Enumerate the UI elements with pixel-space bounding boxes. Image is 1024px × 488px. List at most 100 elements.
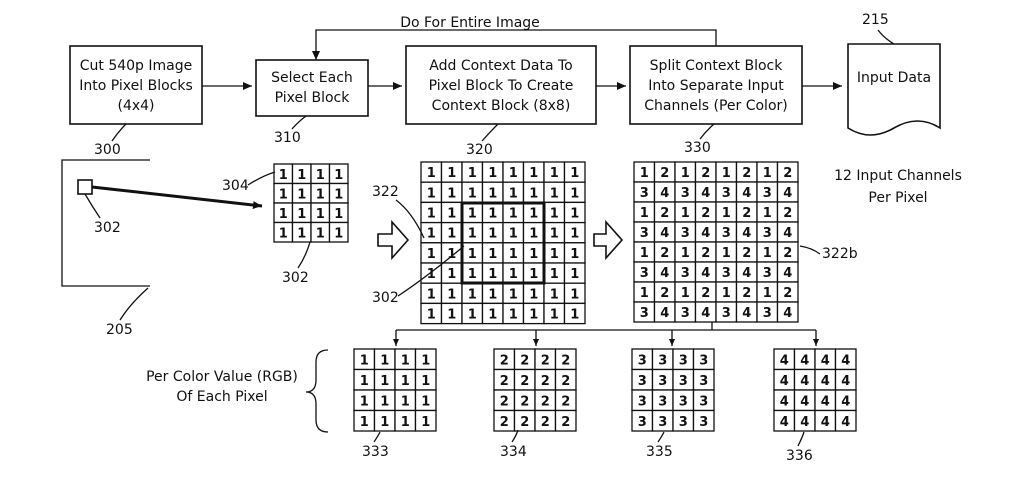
channel-1-ref: 333 <box>362 444 389 460</box>
context-block-cell-value: 1 <box>529 247 538 262</box>
split-block-cell-value: 4 <box>783 266 792 281</box>
context-block-cell-value: 1 <box>550 207 559 222</box>
ref-leader-300 <box>112 124 126 141</box>
channel-1-cell-value: 1 <box>401 394 410 409</box>
channel-4-cell-value: 4 <box>821 394 830 409</box>
channel-grid-3: 3333333333333333 <box>632 349 714 431</box>
brace-label-line-2: Of Each Pixel <box>176 389 267 405</box>
channel-3-cell-value: 3 <box>658 415 667 430</box>
input-data-caption-line-1: 12 Input Channels <box>834 168 962 184</box>
context-block-cell-value: 1 <box>509 267 518 282</box>
split-block-group: 1212121234343434121212123434343412121212… <box>634 162 858 322</box>
split-block-ref: 322b <box>822 246 858 262</box>
context-block-cell-value: 1 <box>427 287 436 302</box>
channel-2-cell-value: 2 <box>561 394 570 409</box>
channel-1-cell-value: 1 <box>360 353 369 368</box>
split-block-cell-value: 3 <box>640 266 649 281</box>
split-block-cell-value: 3 <box>763 306 772 321</box>
split-block-cell-value: 1 <box>681 286 690 301</box>
split-block-cell-value: 2 <box>783 206 792 221</box>
split-block-cell-value: 4 <box>660 306 669 321</box>
split-block-cell-value: 3 <box>763 226 772 241</box>
context-block-cell-value: 1 <box>427 227 436 242</box>
ref-leader-310 <box>292 116 306 129</box>
split-block-cell-value: 1 <box>722 206 731 221</box>
pixel-block-cell-value: 1 <box>279 168 288 183</box>
channel-3-cell-value: 3 <box>638 353 647 368</box>
pixel-block-cell-value: 1 <box>297 168 306 183</box>
pixel-block-cell-value: 1 <box>334 168 343 183</box>
channel-1-cell-value: 1 <box>360 374 369 389</box>
channel-2-cell-value: 2 <box>541 374 550 389</box>
pixel-block-cell-value: 1 <box>297 226 306 241</box>
context-block-cell-value: 1 <box>468 227 477 242</box>
channel-1-cell-value: 1 <box>401 415 410 430</box>
split-block-cell-value: 4 <box>783 186 792 201</box>
pixel-block-cell-value: 1 <box>316 187 325 202</box>
context-block-cell-value: 1 <box>570 227 579 242</box>
channel-2-cell-value: 2 <box>500 353 509 368</box>
context-block-cell-value: 1 <box>447 287 456 302</box>
pixel-block-grid: 1111111111111111 <box>274 164 348 242</box>
split-block-cell-value: 3 <box>681 186 690 201</box>
context-block-cell-value: 1 <box>509 308 518 323</box>
pixel-block-cell-value: 1 <box>297 187 306 202</box>
selected-pixel-square <box>78 180 92 194</box>
split-block-cell-value: 3 <box>763 266 772 281</box>
split-block-cell-value: 3 <box>722 266 731 281</box>
context-block-grid: 1111111111111111111111111111111111111111… <box>421 162 585 324</box>
step-context-block-ref: 320 <box>466 142 493 158</box>
channel-2-cell-value: 2 <box>520 374 529 389</box>
context-block-cell-value: 1 <box>529 186 538 201</box>
context-block-cell-value: 1 <box>468 247 477 262</box>
context-block-cell-value: 1 <box>570 207 579 222</box>
pixel-block-ref-302: 302 <box>282 270 309 286</box>
channel-1-cell-value: 1 <box>421 415 430 430</box>
split-block-cell-value: 1 <box>722 286 731 301</box>
channel-3-cell-value: 3 <box>699 394 708 409</box>
split-block-cell-value: 2 <box>701 246 710 261</box>
channels-brace <box>306 350 328 432</box>
channel-4-cell-value: 4 <box>800 415 809 430</box>
channel-1-cell-value: 1 <box>401 353 410 368</box>
context-block-cell-value: 1 <box>468 207 477 222</box>
context-block-ref-302: 302 <box>372 290 399 306</box>
split-block-cell-value: 2 <box>660 166 669 181</box>
channel-2-cell-value: 2 <box>541 353 550 368</box>
context-block-cell-value: 1 <box>468 287 477 302</box>
image-panel-ref: 205 <box>106 322 133 338</box>
split-block-cell-value: 4 <box>742 186 751 201</box>
context-block-cell-value: 1 <box>529 308 538 323</box>
step-context-block-line-1: Add Context Data To <box>429 58 572 74</box>
context-block-cell-value: 1 <box>529 267 538 282</box>
split-block-cell-value: 1 <box>681 166 690 181</box>
input-data-document <box>848 44 940 135</box>
split-block-cell-value: 1 <box>763 286 772 301</box>
channel-3-ref: 335 <box>646 444 673 460</box>
pixel-block-cell-value: 1 <box>279 226 288 241</box>
context-block-cell-value: 1 <box>427 308 436 323</box>
pixel-block-cell-value: 1 <box>334 207 343 222</box>
ref-leader-302a <box>85 194 100 218</box>
channel-4-cell-value: 4 <box>800 374 809 389</box>
split-block-cell-value: 1 <box>763 206 772 221</box>
split-block-cell-value: 2 <box>742 206 751 221</box>
channels-group: Per Color Value (RGB) Of Each Pixel 1111… <box>146 349 856 464</box>
context-block-cell-value: 1 <box>468 186 477 201</box>
context-block-cell-value: 1 <box>509 186 518 201</box>
channel-2-cell-value: 2 <box>541 415 550 430</box>
hollow-arrow-2 <box>594 222 622 258</box>
channel-4-cell-value: 4 <box>841 374 850 389</box>
channel-1-cell-value: 1 <box>380 394 389 409</box>
split-block-cell-value: 3 <box>722 186 731 201</box>
channel-3-cell-value: 3 <box>658 353 667 368</box>
ref-leader-333 <box>374 432 380 442</box>
split-block-cell-value: 3 <box>640 306 649 321</box>
split-block-cell-value: 3 <box>681 266 690 281</box>
channel-2-ref: 334 <box>500 444 527 460</box>
brace-label-line-1: Per Color Value (RGB) <box>146 369 298 385</box>
split-block-cell-value: 1 <box>640 166 649 181</box>
split-block-cell-value: 4 <box>742 306 751 321</box>
split-block-cell-value: 4 <box>783 226 792 241</box>
channel-1-cell-value: 1 <box>380 353 389 368</box>
